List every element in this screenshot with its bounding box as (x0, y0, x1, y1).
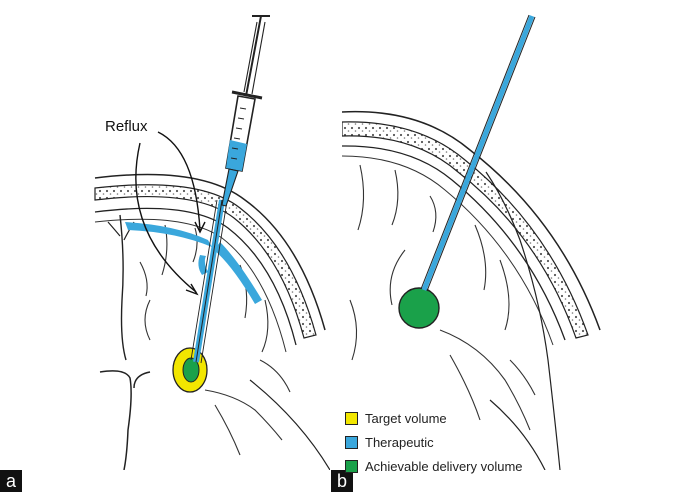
skull-outer-arc-a (94, 173, 326, 331)
syringe-tip (221, 168, 239, 207)
legend-item-target: Target volume (345, 410, 447, 426)
skull-bone-band-b (342, 121, 589, 339)
ventricle-a (99, 370, 151, 470)
dura-arc-a (94, 218, 287, 353)
legend-item-delivery: Achievable delivery volume (345, 458, 523, 474)
legend-label-target: Target volume (365, 410, 447, 426)
legend-label-therapeutic: Therapeutic (365, 434, 434, 450)
panel-b-tag: b (331, 470, 353, 492)
reflux-arrow-upper (157, 131, 201, 231)
dura-arc-b (342, 155, 554, 346)
legend-swatch-target (345, 411, 358, 425)
syringe-plunger (245, 15, 270, 97)
skull-outer-arc-b (342, 110, 601, 331)
reflux-band-right (214, 242, 262, 304)
reflux-arrows (135, 131, 206, 296)
syringe-flange (231, 90, 263, 100)
legend-label-delivery: Achievable delivery volume (365, 458, 523, 474)
legend-swatch-therapeutic (345, 435, 358, 449)
syringe (221, 15, 270, 207)
reflux-label: Reflux (105, 118, 148, 135)
delivery-volume-b (398, 287, 440, 329)
reflux-band-left (125, 222, 212, 247)
legend-item-therapeutic: Therapeutic (345, 434, 434, 450)
panel-a-skull (94, 173, 330, 470)
catheter-b (421, 15, 535, 291)
falx-a (119, 214, 127, 361)
legend-swatch-delivery (345, 459, 358, 473)
panel-a-tag: a (0, 470, 22, 492)
skull-inner-arc-a (94, 207, 297, 346)
skull-far-arc-a (249, 379, 330, 470)
reflux-arrow-lower (135, 142, 197, 293)
panel-b-skull (342, 14, 601, 470)
syringe-fluid (226, 140, 247, 171)
